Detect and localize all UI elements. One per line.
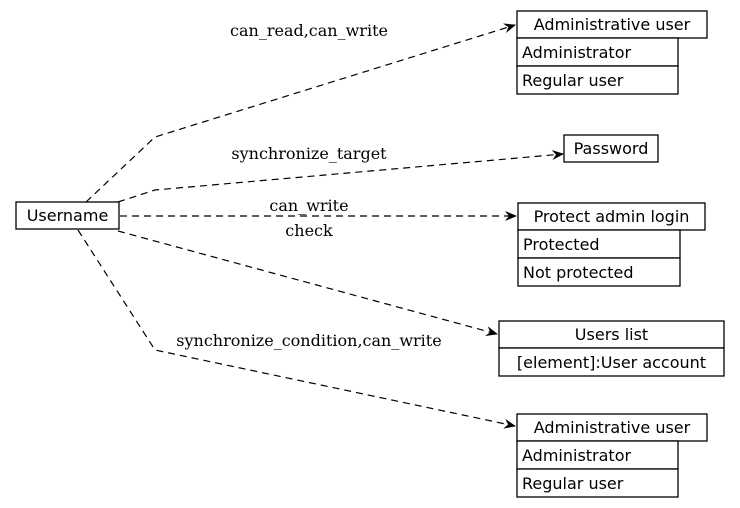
edge-to-admin-top xyxy=(85,23,516,203)
edge-label-admin-top: can_read,can_write xyxy=(230,21,388,40)
option-administrator: Administrator xyxy=(522,43,631,62)
edge-label-protect-line1: can_write xyxy=(269,196,348,215)
node-username-label: Username xyxy=(27,206,109,225)
node-password-label: Password xyxy=(574,139,649,158)
node-title: Administrative user xyxy=(534,15,691,34)
edge-label-password: synchronize_target xyxy=(231,144,387,163)
node-title: Administrative user xyxy=(534,418,691,437)
node-protect-admin-login[interactable]: Protect admin login Protected Not protec… xyxy=(517,202,706,287)
option-not-protected: Not protected xyxy=(523,263,633,282)
option-administrator: Administrator xyxy=(522,446,631,465)
edge-to-users-list xyxy=(117,230,498,336)
edge-to-admin-bottom xyxy=(77,229,516,429)
option-regular-user: Regular user xyxy=(522,474,624,493)
node-administrative-user-top[interactable]: Administrative user Administrator Regula… xyxy=(516,10,708,95)
edge-to-password xyxy=(117,149,564,203)
node-title: Users list xyxy=(575,325,648,344)
option-regular-user: Regular user xyxy=(522,71,624,90)
node-password[interactable]: Password xyxy=(563,134,659,163)
node-title: Protect admin login xyxy=(534,207,690,226)
edge-label-users-list: synchronize_condition,can_write xyxy=(176,331,441,350)
node-detail: [element]:User account xyxy=(517,353,706,372)
node-administrative-user-bottom[interactable]: Administrative user Administrator Regula… xyxy=(516,413,708,498)
node-users-list[interactable]: Users list [element]:User account xyxy=(498,320,725,377)
node-username[interactable]: Username xyxy=(15,201,120,230)
edge-label-protect-line2: check xyxy=(285,221,333,240)
option-protected: Protected xyxy=(523,235,600,254)
